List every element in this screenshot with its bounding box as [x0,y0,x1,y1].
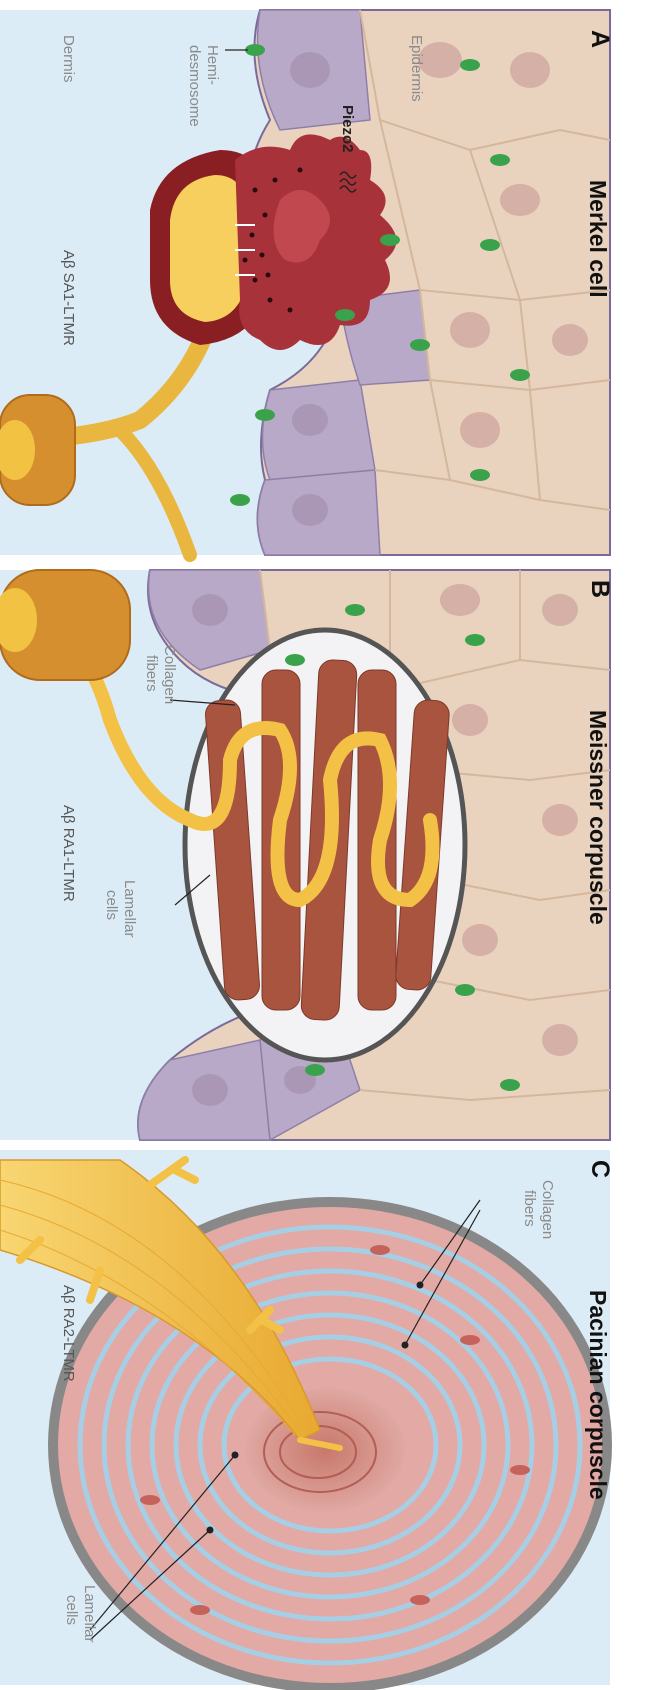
meissner-lamellar-label-line1: Lamellar [121,880,138,938]
ra1-ltmr-label: Aβ RA1-LTMR [60,805,77,902]
meissner-collagen-label-line2: fibers [143,655,160,692]
panel-c: C Pacinian corpuscle Collagen fibers Lam… [0,1150,614,1690]
panel-b: B Meissner corpuscle Collagen fibers Lam… [0,570,614,1140]
panel-a: A Merkel cell Epidermis Piezo2 Hemi- des… [0,10,614,555]
meissner-collagen-label-line1: Collagen [161,645,178,704]
hemidesmosome-label-line1: Hemi- [204,45,221,85]
pacinian-lamellar-label-line1: Lamellar [81,1585,98,1643]
panel-a-letter: A [586,30,614,48]
panel-b-title: Meissner corpuscle [585,710,611,925]
piezo2-label: Piezo2 [339,105,356,153]
ra2-ltmr-label: Aβ RA2-LTMR [60,1285,77,1382]
epidermis-label: Epidermis [408,35,425,102]
sa1-nerve-terminal [170,175,245,322]
panel-b-letter: B [586,580,614,598]
pacinian-collagen-label-line1: Collagen [539,1180,556,1239]
pacinian-lamellar-label-line2: cells [63,1595,80,1625]
sa1-ltmr-label: Aβ SA1-LTMR [60,250,77,346]
hemidesmosome-label-line2: desmosome [186,45,203,127]
pacinian-collagen-label-line2: fibers [521,1190,538,1227]
panel-c-letter: C [586,1160,614,1178]
dermis-label: Dermis [60,35,77,83]
panel-a-title: Merkel cell [585,180,611,298]
panel-c-title: Pacinian corpuscle [585,1290,611,1500]
meissner-lamellar-label-line2: cells [103,890,120,920]
